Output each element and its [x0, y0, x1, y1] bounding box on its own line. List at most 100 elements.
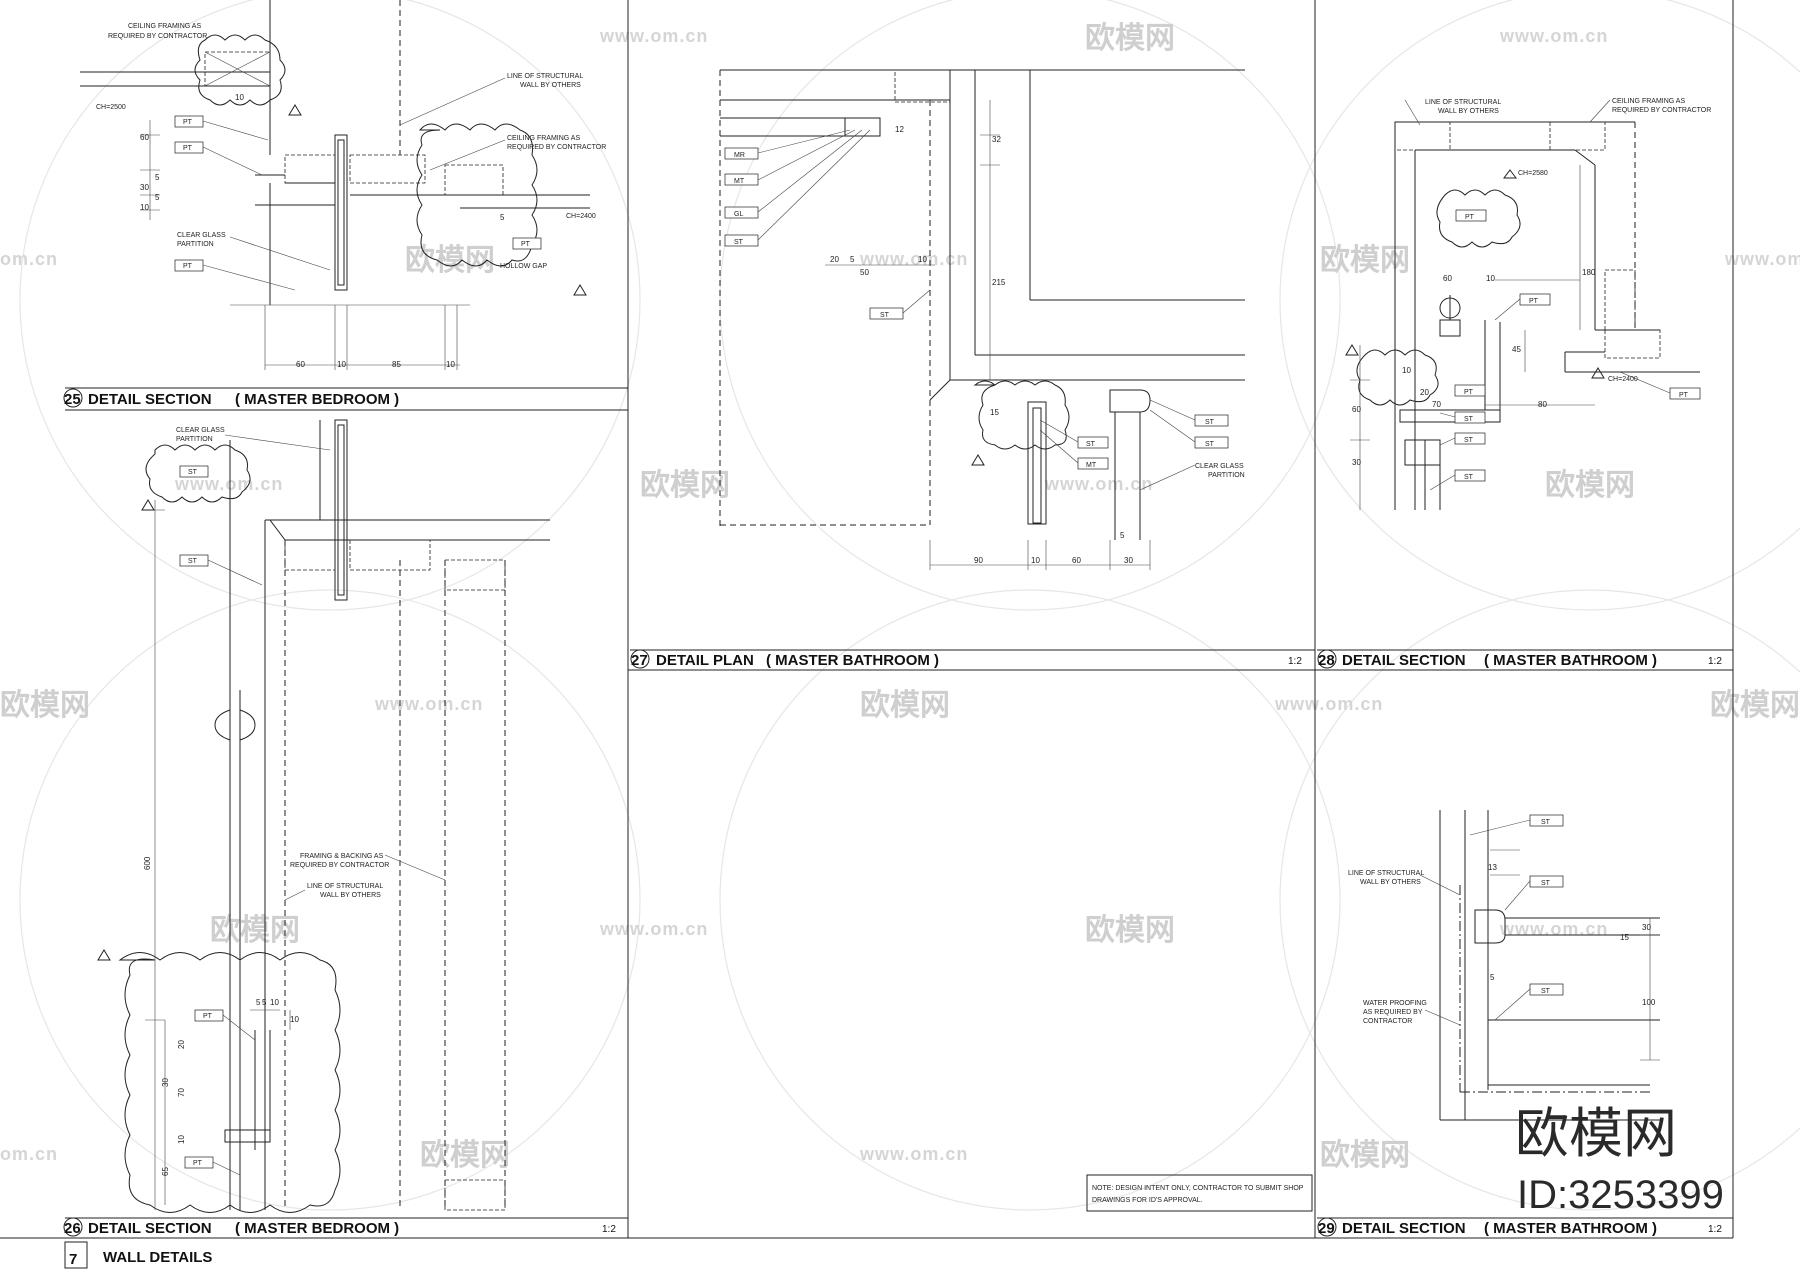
svg-text:13: 13: [1488, 863, 1497, 872]
detail-scale: 1:2: [1708, 1224, 1722, 1235]
svg-text:LINE OF STRUCTURAL: LINE OF STRUCTURAL: [507, 73, 583, 80]
svg-text:5: 5: [850, 255, 855, 264]
svg-text:MT: MT: [734, 178, 745, 185]
svg-text:LINE OF STRUCTURAL: LINE OF STRUCTURAL: [1348, 870, 1424, 877]
svg-text:180: 180: [1582, 268, 1596, 277]
detail-room: ( MASTER BATHROOM ): [1484, 652, 1657, 669]
svg-text:600: 600: [143, 856, 152, 870]
detail-28-drawing: [1345, 99, 1701, 510]
svg-text:WALL BY OTHERS: WALL BY OTHERS: [1438, 108, 1499, 115]
svg-text:ST: ST: [1464, 437, 1474, 444]
svg-text:ST: ST: [1464, 474, 1474, 481]
svg-text:WALL BY OTHERS: WALL BY OTHERS: [1360, 879, 1421, 886]
svg-text:CH=2400: CH=2400: [1608, 376, 1638, 383]
detail-title: DETAIL SECTION: [1342, 652, 1466, 669]
svg-text:REQUIRED BY CONTRACTOR: REQUIRED BY CONTRACTOR: [290, 862, 389, 869]
svg-text:ST: ST: [1541, 819, 1551, 826]
svg-text:WALL BY OTHERS: WALL BY OTHERS: [520, 82, 581, 89]
watermark-text: 欧模网: [420, 1139, 510, 1172]
svg-text:80: 80: [1538, 400, 1547, 409]
svg-text:FRAMING & BACKING AS: FRAMING & BACKING AS: [300, 853, 384, 860]
svg-text:PT: PT: [1464, 389, 1474, 396]
svg-text:REQUIRED BY CONTRACTOR: REQUIRED BY CONTRACTOR: [108, 33, 207, 40]
watermark-text: 欧模网: [1320, 1139, 1410, 1172]
svg-text:NOTE: DESIGN INTENT ONLY, CONT: NOTE: DESIGN INTENT ONLY, CONTRACTOR TO …: [1092, 1185, 1304, 1192]
svg-text:PT: PT: [1679, 392, 1689, 399]
panel-frame: [0, 0, 1734, 1239]
svg-text:5: 5: [262, 998, 267, 1007]
detail-29-drawing: [1419, 810, 1660, 1121]
watermark-url: www.om.cn: [1499, 919, 1608, 939]
note-box: NOTE: DESIGN INTENT ONLY, CONTRACTOR TO …: [1086, 1174, 1313, 1212]
svg-text:30: 30: [161, 1078, 170, 1087]
svg-text:ST: ST: [1086, 441, 1096, 448]
sheet-title-text: WALL DETAILS: [103, 1249, 212, 1266]
watermark-url: www.om.cn: [1274, 694, 1383, 714]
detail-title: DETAIL SECTION: [1342, 1220, 1466, 1237]
watermark-url: www.om.cn: [599, 26, 708, 46]
detail-scale: 1:2: [1288, 656, 1302, 667]
svg-text:15: 15: [990, 408, 999, 417]
detail-number: 29: [1318, 1220, 1335, 1237]
watermark-text: 欧模网: [1085, 22, 1175, 55]
detail-number: 25: [64, 391, 81, 408]
title-rules: [65, 649, 1733, 1219]
svg-text:100: 100: [1642, 998, 1656, 1007]
watermark-text: 欧模网: [860, 689, 950, 722]
svg-text:PT: PT: [1465, 214, 1475, 221]
watermark-url: www.om.cn: [859, 249, 968, 269]
detail-title-28: 28 DETAIL SECTION ( MASTER BATHROOM ) 1:…: [1317, 649, 1722, 669]
brand-id: ID:3253399: [1517, 1173, 1724, 1217]
svg-text:5: 5: [500, 213, 505, 222]
detail-26-labels: CLEAR GLASS PARTITION FRAMING & BACKING …: [143, 427, 389, 1176]
detail-scale: 1:2: [1708, 656, 1722, 667]
watermark-text: 欧模网: [0, 689, 90, 722]
svg-text:10: 10: [918, 255, 927, 264]
svg-text:30: 30: [1352, 458, 1361, 467]
svg-text:5: 5: [256, 998, 261, 1007]
watermark-url-short: om.cn: [0, 1144, 58, 1164]
svg-text:ST: ST: [188, 469, 198, 476]
watermark-url-short: om.cn: [0, 249, 58, 269]
detail-room: ( MASTER BATHROOM ): [1484, 1220, 1657, 1237]
detail-number: 28: [1318, 652, 1335, 669]
svg-text:30: 30: [1124, 556, 1133, 565]
svg-text:60: 60: [296, 360, 305, 369]
svg-text:30: 30: [140, 183, 149, 192]
svg-text:PARTITION: PARTITION: [177, 241, 214, 248]
detail-number: 26: [64, 1220, 81, 1237]
watermark-text: 欧模网: [1320, 244, 1410, 277]
detail-title: DETAIL SECTION: [88, 391, 212, 408]
svg-text:20: 20: [1420, 388, 1429, 397]
svg-text:15: 15: [1620, 933, 1629, 942]
watermark-url: www.om.cn: [374, 694, 483, 714]
svg-text:20: 20: [830, 255, 839, 264]
sheet-number: 7: [69, 1251, 77, 1268]
svg-text:50: 50: [860, 268, 869, 277]
detail-title-25: 25 DETAIL SECTION ( MASTER BEDROOM ): [63, 388, 399, 408]
svg-text:WALL BY OTHERS: WALL BY OTHERS: [320, 892, 381, 899]
svg-text:HOLLOW GAP: HOLLOW GAP: [500, 263, 547, 270]
brand-stamp: 欧模网 ID:3253399: [1515, 1104, 1724, 1217]
svg-text:60: 60: [1072, 556, 1081, 565]
svg-text:12: 12: [895, 125, 904, 134]
svg-text:5: 5: [1490, 973, 1495, 982]
svg-text:10: 10: [446, 360, 455, 369]
detail-25-labels: CEILING FRAMING AS REQUIRED BY CONTRACTO…: [96, 23, 606, 369]
svg-text:60: 60: [140, 133, 149, 142]
svg-text:60: 60: [1352, 405, 1361, 414]
svg-text:45: 45: [1512, 345, 1521, 354]
detail-room: ( MASTER BATHROOM ): [766, 652, 939, 669]
svg-text:ST: ST: [1541, 880, 1551, 887]
svg-text:REQUIRED BY CONTRACTOR: REQUIRED BY CONTRACTOR: [507, 144, 606, 151]
svg-text:DRAWINGS FOR ID'S APPROVAL.: DRAWINGS FOR ID'S APPROVAL.: [1092, 1197, 1203, 1204]
svg-text:PT: PT: [193, 1160, 203, 1167]
detail-title-29: 29 DETAIL SECTION ( MASTER BATHROOM ) 1:…: [1317, 1217, 1722, 1237]
svg-text:10: 10: [1031, 556, 1040, 565]
detail-scale: 1:2: [602, 1224, 616, 1235]
svg-text:PARTITION: PARTITION: [176, 436, 213, 443]
svg-text:ST: ST: [1205, 419, 1215, 426]
svg-text:CH=2400: CH=2400: [566, 213, 596, 220]
svg-text:ST: ST: [188, 558, 198, 565]
svg-text:CEILING FRAMING AS: CEILING FRAMING AS: [128, 23, 201, 30]
